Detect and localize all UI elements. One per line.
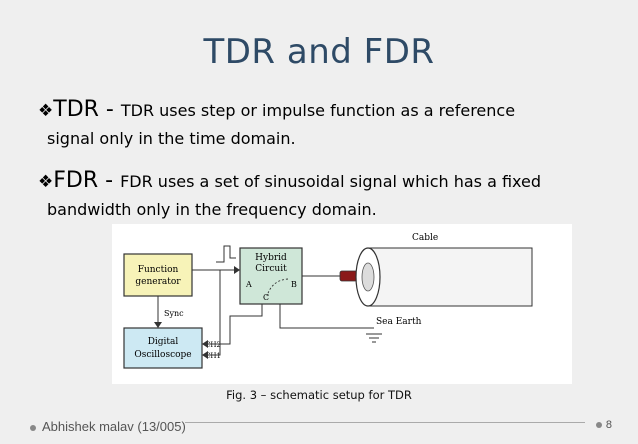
sea-earth-wire (279, 304, 374, 329)
cable-label: Cable (412, 233, 438, 243)
page-dot-icon (595, 422, 602, 429)
page-number-text: 8 (605, 419, 612, 431)
cable-body (367, 247, 533, 307)
hybrid-circuit-label: Circuit (255, 264, 287, 274)
diamond-bullet-icon: ❖ (38, 172, 54, 192)
slide-title: TDR and FDR (203, 32, 435, 72)
bullet-heading: FDR (53, 168, 99, 193)
sync-arrow-icon (154, 322, 162, 328)
footer-divider (185, 422, 585, 423)
footer-author-text: Abhishek malav (13/005) (42, 419, 186, 434)
function-generator-box (123, 253, 193, 297)
diamond-bullet-icon: ❖ (38, 101, 54, 121)
schematic-diagram: Function generator Digital Oscilloscope … (123, 233, 533, 369)
sync-label: Sync (164, 309, 184, 318)
cable-core (361, 262, 375, 292)
bullet-heading: TDR (53, 97, 99, 122)
tdr-schematic-figure: Function generator Digital Oscilloscope … (112, 224, 572, 384)
bullet-text: TDR uses step or impulse function as a r… (120, 101, 516, 120)
channel-2-label: CH2 (205, 341, 221, 349)
function-generator-label: Function (138, 265, 179, 275)
port-c-label: C (263, 293, 269, 302)
bullet-separator: - (98, 168, 121, 193)
channel-1-label: CH1 (205, 352, 221, 360)
bullet-text-continuation: bandwidth only in the frequency domain. (47, 200, 377, 219)
oscilloscope-label: Digital (148, 337, 179, 347)
footer-dot-icon (30, 424, 36, 431)
hybrid-circuit-label: Hybrid (255, 253, 287, 263)
sea-earth-label: Sea Earth (376, 317, 422, 327)
bullet-text-continuation: signal only in the time domain. (47, 129, 296, 148)
bullet-text: FDR uses a set of sinusoidal signal whic… (120, 172, 542, 191)
ch2-arrow-icon (202, 340, 208, 348)
output-arrow-icon (234, 266, 240, 274)
bullet-separator: - (98, 97, 121, 122)
page-number: 8 (595, 419, 612, 431)
oscilloscope-label: Oscilloscope (134, 350, 191, 360)
ch2-wire (202, 304, 263, 345)
step-pulse-icon (216, 245, 236, 263)
ch1-arrow-icon (202, 351, 208, 359)
oscilloscope-box (123, 327, 203, 369)
footer-author: Abhishek malav (13/005) (30, 419, 186, 434)
port-a-label: A (245, 280, 252, 289)
bullet-tdr: ❖TDR - TDR uses step or impulse function… (38, 96, 598, 152)
port-b-label: B (291, 280, 297, 289)
bullet-fdr: ❖FDR - FDR uses a set of sinusoidal sign… (38, 167, 598, 223)
figure-caption: Fig. 3 – schematic setup for TDR (226, 388, 412, 402)
function-generator-label: generator (135, 277, 181, 287)
